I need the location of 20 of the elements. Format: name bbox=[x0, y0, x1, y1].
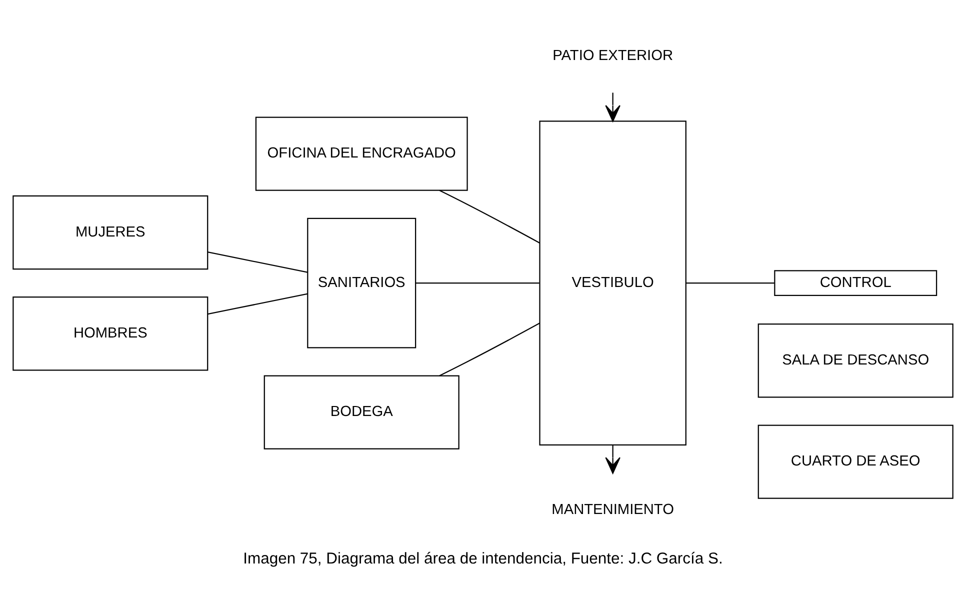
node-box: MUJERES bbox=[12, 195, 208, 270]
caption: Imagen 75, Diagrama del área de intendencia, Fuente: J.C García S. bbox=[243, 550, 723, 568]
connector bbox=[416, 282, 540, 284]
node-box: OFICINA DEL ENCRAGADO bbox=[255, 116, 468, 191]
arrow bbox=[605, 92, 620, 122]
connector bbox=[686, 282, 774, 284]
node-box: HOMBRES bbox=[12, 296, 208, 371]
node-box: SALA DE DESCANSO bbox=[758, 324, 954, 398]
connector bbox=[208, 252, 308, 273]
connector bbox=[208, 293, 308, 315]
node-box: BODEGA bbox=[264, 375, 460, 450]
connector bbox=[439, 190, 540, 244]
node-text: PATIO EXTERIOR bbox=[552, 48, 674, 64]
node-box: CUARTO DE ASEO bbox=[758, 424, 954, 499]
node-text: MANTENIMIENTO bbox=[552, 502, 674, 518]
node-box: VESTIBULO bbox=[539, 120, 686, 446]
node-box: SANITARIOS bbox=[307, 218, 416, 348]
node-box: CONTROL bbox=[774, 270, 938, 296]
arrow bbox=[605, 445, 620, 474]
connector bbox=[439, 322, 540, 376]
